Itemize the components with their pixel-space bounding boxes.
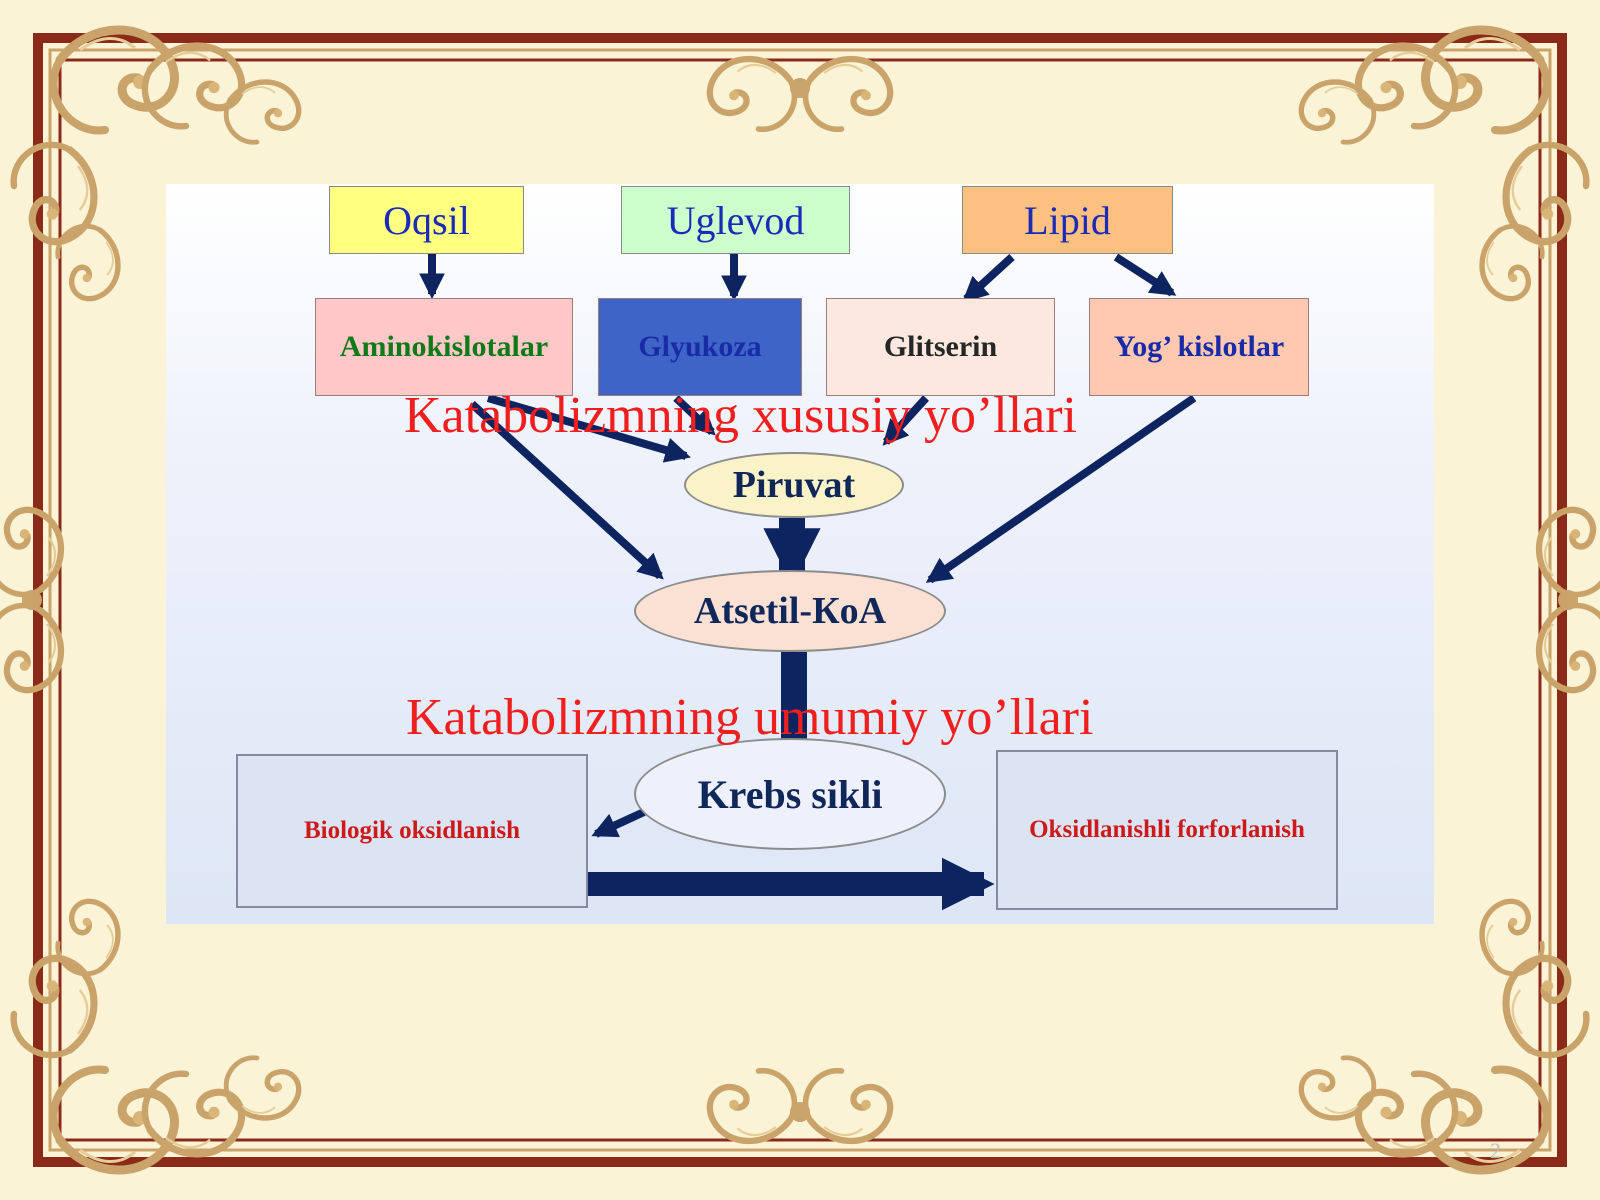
process-label-oksidlanishli-forforlanish: Oksidlanishli forforlanish <box>1029 816 1305 843</box>
arrow-glyukoza-piruvat <box>673 395 716 436</box>
intermediate-box-yog-kislotlar: Yog’ kislotlar <box>1089 298 1309 396</box>
source-label-uglevod: Uglevod <box>666 197 805 243</box>
node-krebs-sikli-label: Krebs sikli <box>697 771 883 817</box>
intermediate-label-glyukoza: Glyukoza <box>638 330 762 363</box>
intermediate-box-glyukoza: Glyukoza <box>598 298 802 396</box>
arrow-lipid-yog <box>1113 253 1177 297</box>
source-label-lipid: Lipid <box>1024 197 1111 243</box>
bottom-center-ornament <box>710 1071 890 1141</box>
arrow-yog-atsetil <box>925 394 1197 584</box>
node-atsetil-koa-label: Atsetil-КoA <box>693 590 887 632</box>
label-general-pathways: Katabolizmning umumiy yo’llari <box>406 689 1094 746</box>
process-box-biologik-oksidlanish: Biologik oksidlanish <box>236 754 588 908</box>
arrow-krebs-biologik <box>591 808 646 838</box>
source-box-uglevod: Uglevod <box>621 186 850 254</box>
intermediate-box-glitserin: Glitserin <box>826 298 1055 396</box>
label-specific-pathways: Katabolizmning xususiy yo’llari <box>404 387 1078 444</box>
node-atsetil-koa: Atsetil-КoA <box>634 570 946 652</box>
arrow-aminokislotalar-piruvat <box>486 394 691 463</box>
right-middle-ornament <box>1539 510 1600 690</box>
process-box-oksidlanishli-forforlanish: Oksidlanishli forforlanish <box>996 750 1338 910</box>
source-box-lipid: Lipid <box>962 186 1173 254</box>
node-piruvat: Piruvat <box>684 452 904 518</box>
intermediate-box-aminokislotalar: Aminokislotalar <box>315 298 573 396</box>
page-number: 2 <box>1490 1138 1501 1163</box>
intermediate-label-aminokislotalar: Aminokislotalar <box>339 330 549 363</box>
arrow-aminokislotalar-atsetil <box>469 401 664 580</box>
process-label-biologik-oksidlanish: Biologik oksidlanish <box>303 817 521 844</box>
node-piruvat-label: Piruvat <box>732 464 856 506</box>
intermediate-label-glitserin: Glitserin <box>883 330 998 363</box>
top-center-ornament <box>710 59 890 129</box>
arrow-glitserin-piruvat <box>882 395 929 446</box>
node-krebs-sikli: Krebs sikli <box>634 738 946 850</box>
source-label-oqsil: Oqsil <box>383 197 470 243</box>
source-box-oqsil: Oqsil <box>329 186 524 254</box>
left-middle-ornament <box>0 510 61 690</box>
intermediate-label-yog-kislotlar: Yog’ kislotlar <box>1113 330 1285 363</box>
arrow-lipid-glitserin <box>962 254 1015 303</box>
